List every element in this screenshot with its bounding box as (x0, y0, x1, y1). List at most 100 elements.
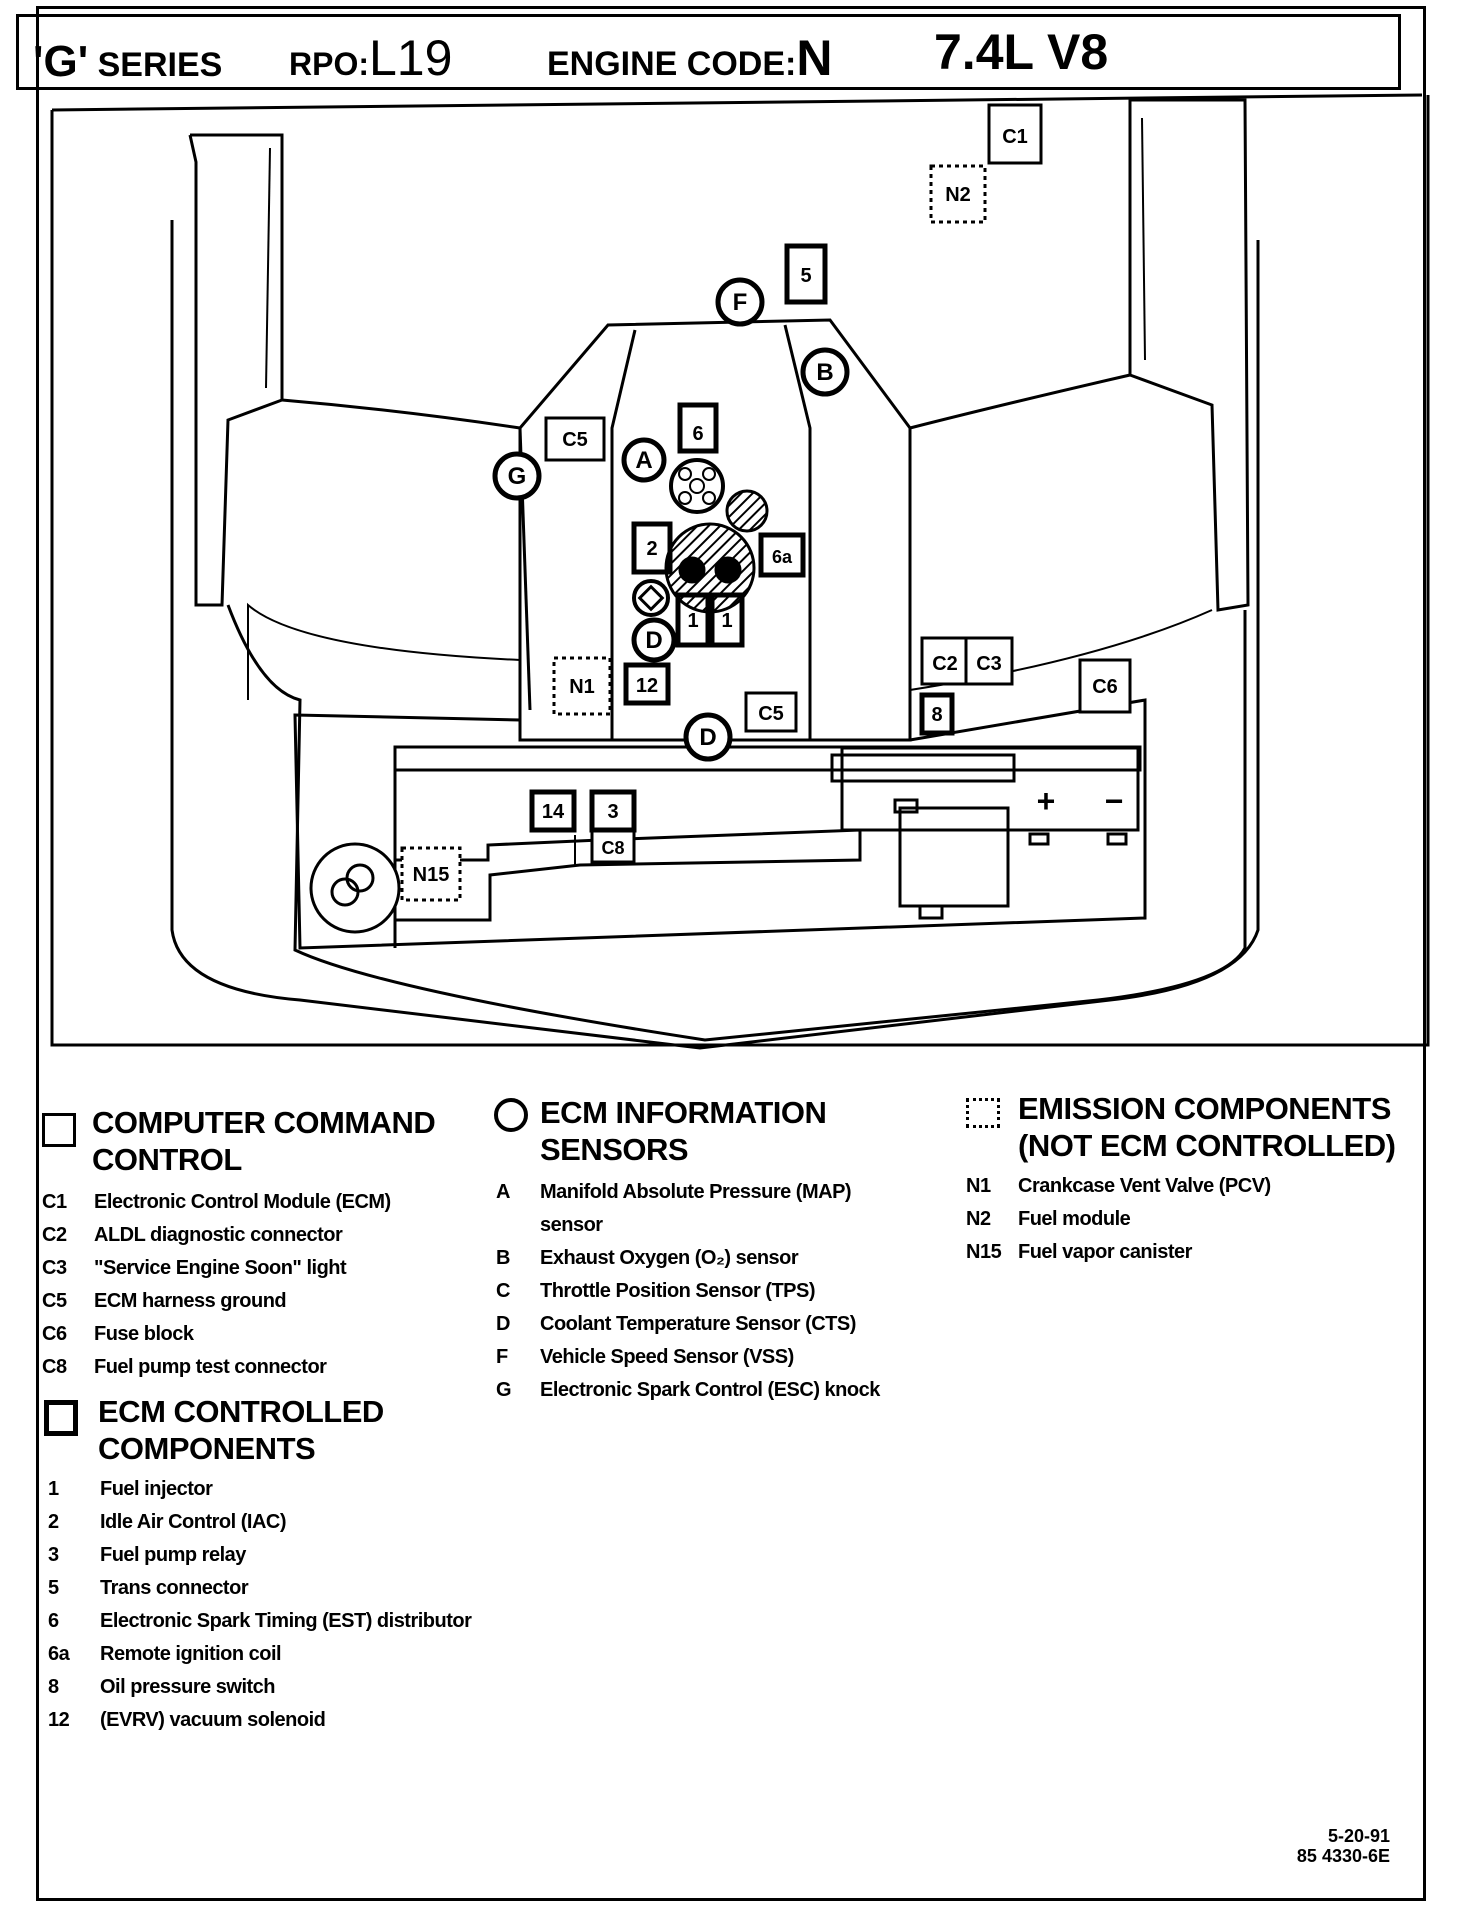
label-n15: N15 (413, 864, 450, 886)
label-g: G (508, 463, 527, 490)
legend-item: 12(EVRV) vacuum solenoid (48, 1709, 326, 1731)
sensor-d-upper-circle (631, 617, 677, 663)
c5-top-box (544, 416, 606, 462)
c5-bottom-box (744, 691, 798, 733)
c1-ecm-box (987, 103, 1043, 165)
label-1-left: 1 (687, 610, 698, 632)
label-c1: C1 (1002, 126, 1028, 148)
component-14-box (529, 789, 577, 833)
component-2-box (631, 521, 673, 575)
label-14: 14 (542, 801, 565, 823)
sensor-b-circle (800, 347, 850, 397)
label-5: 5 (800, 265, 811, 287)
label-c2: C2 (932, 653, 958, 675)
title-bar: 'G' SERIES RPO:L19 ENGINE CODE:N 7.4L V8 (16, 14, 1401, 90)
label-f: F (733, 289, 748, 316)
component-8-box (919, 692, 955, 736)
sensor-a-circle (621, 437, 667, 483)
legend-emission: EMISSION COMPONENTS (NOT ECM CONTROLLED)… (966, 1090, 1426, 1269)
c8-box (590, 828, 636, 864)
label-8: 8 (931, 704, 942, 726)
document-footer: 5-20-91 85 4330-6E (1297, 1826, 1390, 1866)
component-12-box (623, 662, 671, 706)
component-5-box (784, 243, 828, 305)
footer-doc-id: 85 4330-6E (1296, 1846, 1390, 1866)
label-6: 6 (692, 423, 703, 445)
sensor-g-circle (492, 451, 542, 501)
ignition-coil-icon (725, 489, 769, 533)
square-symbol-icon (42, 1113, 76, 1147)
footer-date: 5-20-91 (1327, 1826, 1390, 1846)
label-c6: C6 (1092, 676, 1118, 698)
c6-box (1078, 658, 1132, 714)
c3-box (964, 636, 1014, 686)
diagram-outline (50, 93, 1430, 1050)
engine-code: ENGINE CODE:N (547, 30, 833, 86)
battery-plus-sign: + (1037, 783, 1056, 819)
label-1-right: 1 (721, 610, 732, 632)
legend-ecm-controlled-heading: ECM CONTROLLED COMPONENTS (98, 1394, 384, 1466)
legend-item: C3"Service Engine Soon" light (42, 1257, 347, 1279)
label-n1: N1 (569, 676, 595, 698)
label-c3: C3 (976, 653, 1002, 675)
legend-item: sensor (540, 1214, 603, 1236)
component-3-box (589, 789, 637, 833)
label-c5-top: C5 (562, 429, 588, 451)
label-d-lower: D (699, 724, 716, 751)
dotted-square-symbol-icon (966, 1098, 1000, 1128)
engine-compartment-diagram: C1 N2 F 5 B C5 6 A G 2 6a 1 1 D N1 12 C2… (50, 93, 1430, 1050)
circle-symbol-icon (494, 1098, 528, 1132)
sensor-f-circle (715, 277, 765, 327)
engine-displacement: 7.4L V8 (934, 24, 1109, 80)
throttle-body-icon (664, 522, 756, 614)
rpo-code: RPO:L19 (289, 30, 453, 86)
label-b: B (816, 359, 833, 386)
label-d-upper: D (645, 627, 662, 654)
battery-minus-sign: − (1105, 783, 1124, 819)
label-6a: 6a (772, 547, 793, 567)
label-2: 2 (646, 538, 657, 560)
legend-emission-heading: EMISSION COMPONENTS (NOT ECM CONTROLLED) (1018, 1091, 1396, 1163)
label-c8: C8 (601, 838, 624, 858)
label-3: 3 (607, 801, 618, 823)
n15-box (400, 846, 462, 902)
component-6a-box (758, 532, 806, 578)
heavy-square-symbol-icon (44, 1400, 78, 1436)
series-title: 'G' SERIES (33, 37, 223, 86)
n1-box (552, 656, 612, 716)
sensor-d-lower-circle (683, 712, 733, 762)
label-12: 12 (636, 675, 658, 697)
legend-ecm-sensors-heading: ECM INFORMATION SENSORS (540, 1095, 827, 1167)
label-n2: N2 (945, 184, 971, 206)
c2-box (920, 636, 970, 686)
label-c5-bottom: C5 (758, 703, 784, 725)
n2-box (929, 164, 987, 224)
